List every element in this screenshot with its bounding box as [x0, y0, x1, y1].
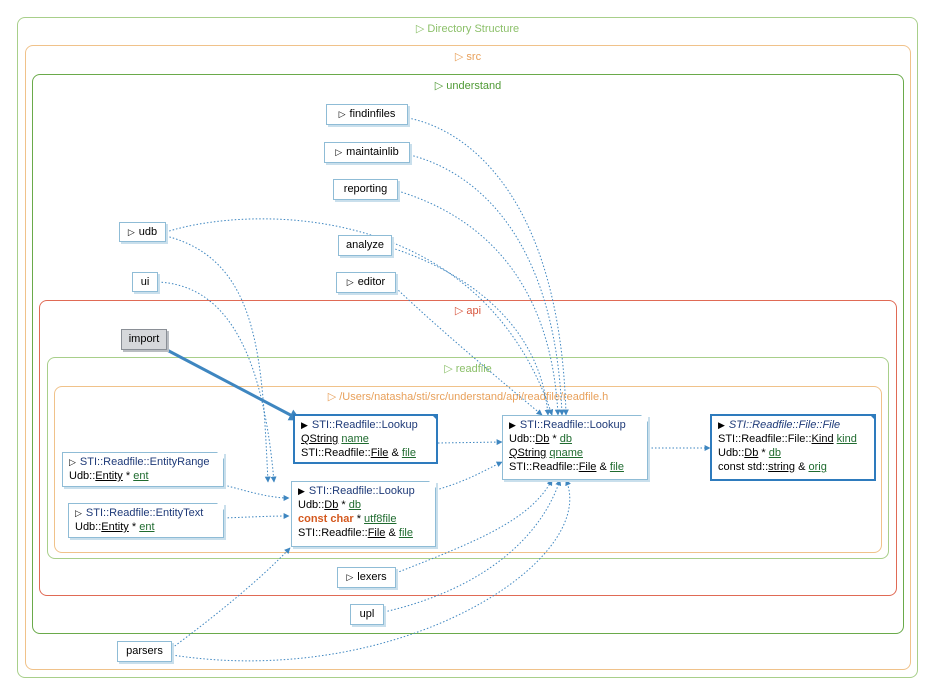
class-entity-range-member-row: Udb::Entity * ent — [69, 470, 149, 482]
class-entity-text-title: ▷STI::Readfile::EntityText — [75, 507, 204, 519]
expand-triangle-icon: ▷ — [346, 277, 354, 287]
frame-readfile-header: ▷ /Users/natasha/sti/src/understand/api/… — [54, 386, 882, 553]
edge-lookup-b-lookup-c — [435, 461, 503, 491]
class-lookup-c-row-2: QString qname — [509, 447, 583, 459]
frame-readfile: ▷ readfile — [47, 357, 889, 559]
collapse-triangle-icon: ▶ — [298, 486, 305, 496]
class-lookup-c-row-1: Udb::Db * db — [509, 433, 573, 445]
expand-triangle-icon: ▷ — [346, 572, 354, 582]
edge-import-lookup-a — [166, 348, 302, 422]
module-import[interactable]: import — [121, 329, 167, 350]
edge-reporting-lookup — [397, 190, 561, 416]
frame-api-title: ▷ api — [454, 305, 482, 317]
frame-api: ▷ api — [39, 300, 897, 596]
class-lookup-a-title: ▶STI::Readfile::Lookup — [301, 419, 418, 431]
module-maintainlib[interactable]: ▷maintainlib — [324, 142, 410, 163]
edge-entityrange-lookup-b — [223, 484, 290, 501]
class-entity-range-title: ▷STI::Readfile::EntityRange — [69, 456, 210, 468]
class-lookup-name-file[interactable]: ▶STI::Readfile::Lookup QString name STI:… — [293, 414, 438, 464]
frame-directory-title: ▷ Directory Structure — [415, 23, 520, 35]
frame-readfile-title: ▷ readfile — [444, 363, 492, 375]
class-file-title: ▶STI::Readfile::File::File — [718, 419, 841, 431]
class-lookup-b-row-1: Udb::Db * db — [298, 499, 362, 511]
edge-findinfiles-lookup — [407, 117, 569, 416]
frame-readfile-header-title: ▷ /Users/natasha/sti/src/understand/api/… — [327, 391, 609, 403]
module-upl[interactable]: upl — [350, 604, 384, 625]
edge-editor-lookup — [395, 287, 543, 416]
class-entity-text[interactable]: ▷STI::Readfile::EntityText Udb::Entity *… — [68, 503, 224, 538]
expand-triangle-icon: ▷ — [338, 109, 346, 119]
class-lookup-b-row-2: const char * utf8file — [298, 513, 397, 525]
edge-analyze-lookup — [391, 247, 551, 416]
collapse-triangle-icon: ▶ — [509, 420, 516, 430]
collapse-triangle-icon: ▶ — [301, 420, 308, 430]
class-lookup-db-qname-file[interactable]: ▶STI::Readfile::Lookup Udb::Db * db QStr… — [502, 415, 648, 480]
class-lookup-c-title: ▶STI::Readfile::Lookup — [509, 419, 626, 431]
frame-understand-title: ▷ understand — [434, 80, 502, 92]
class-lookup-a-row-1: QString name — [301, 433, 369, 445]
class-lookup-a-row-2: STI::Readfile::File & file — [301, 447, 416, 459]
collapse-triangle-icon: ▶ — [718, 420, 725, 430]
class-lookup-b-title: ▶STI::Readfile::Lookup — [298, 485, 415, 497]
module-editor[interactable]: ▷editor — [336, 272, 396, 293]
expand-triangle-icon: ▷ — [127, 227, 135, 237]
class-entity-range[interactable]: ▷STI::Readfile::EntityRange Udb::Entity … — [62, 452, 224, 487]
expand-triangle-icon: ▷ — [69, 457, 76, 467]
edge-udb-lookup-b — [165, 235, 271, 483]
expand-triangle-icon: ▷ — [75, 508, 82, 518]
class-lookup-db-utf8file-file[interactable]: ▶STI::Readfile::Lookup Udb::Db * db cons… — [291, 481, 436, 547]
class-lookup-c-row-3: STI::Readfile::File & file — [509, 461, 624, 473]
edge-upl-lookup — [383, 479, 562, 613]
module-ui[interactable]: ui — [132, 272, 158, 292]
class-file-row-3: const std::string & orig — [718, 461, 827, 473]
module-udb[interactable]: ▷udb — [119, 222, 166, 242]
module-parsers[interactable]: parsers — [117, 641, 172, 662]
edge-lookup-a-lookup-c — [437, 439, 503, 446]
class-file-row-2: Udb::Db * db — [718, 447, 782, 459]
class-readfile-file[interactable]: ▶STI::Readfile::File::File STI::Readfile… — [710, 414, 876, 481]
edge-maintainlib-lookup — [409, 154, 565, 416]
module-analyze[interactable]: analyze — [338, 235, 392, 256]
frame-directory-structure: ▷ Directory Structure — [17, 17, 918, 678]
frame-src-title: ▷ src — [454, 51, 482, 63]
expand-triangle-icon: ▷ — [335, 147, 343, 157]
class-file-row-1: STI::Readfile::File::Kind kind — [718, 433, 857, 445]
module-reporting[interactable]: reporting — [333, 179, 398, 200]
module-findinfiles[interactable]: ▷findinfiles — [326, 104, 408, 125]
module-lexers[interactable]: ▷lexers — [337, 567, 396, 588]
edge-parsers-lookup-b — [171, 547, 291, 649]
edge-lexers-lookup — [395, 479, 553, 574]
edge-udb-lookup-c — [165, 218, 554, 416]
edge-ui-lookup-b — [157, 281, 277, 483]
frame-understand: ▷ understand — [32, 74, 904, 634]
edge-entitytext-lookup-b — [223, 513, 290, 520]
class-entity-text-member-row: Udb::Entity * ent — [75, 521, 155, 533]
class-lookup-b-row-3: STI::Readfile::File & file — [298, 527, 413, 539]
frame-src: ▷ src — [25, 45, 911, 670]
